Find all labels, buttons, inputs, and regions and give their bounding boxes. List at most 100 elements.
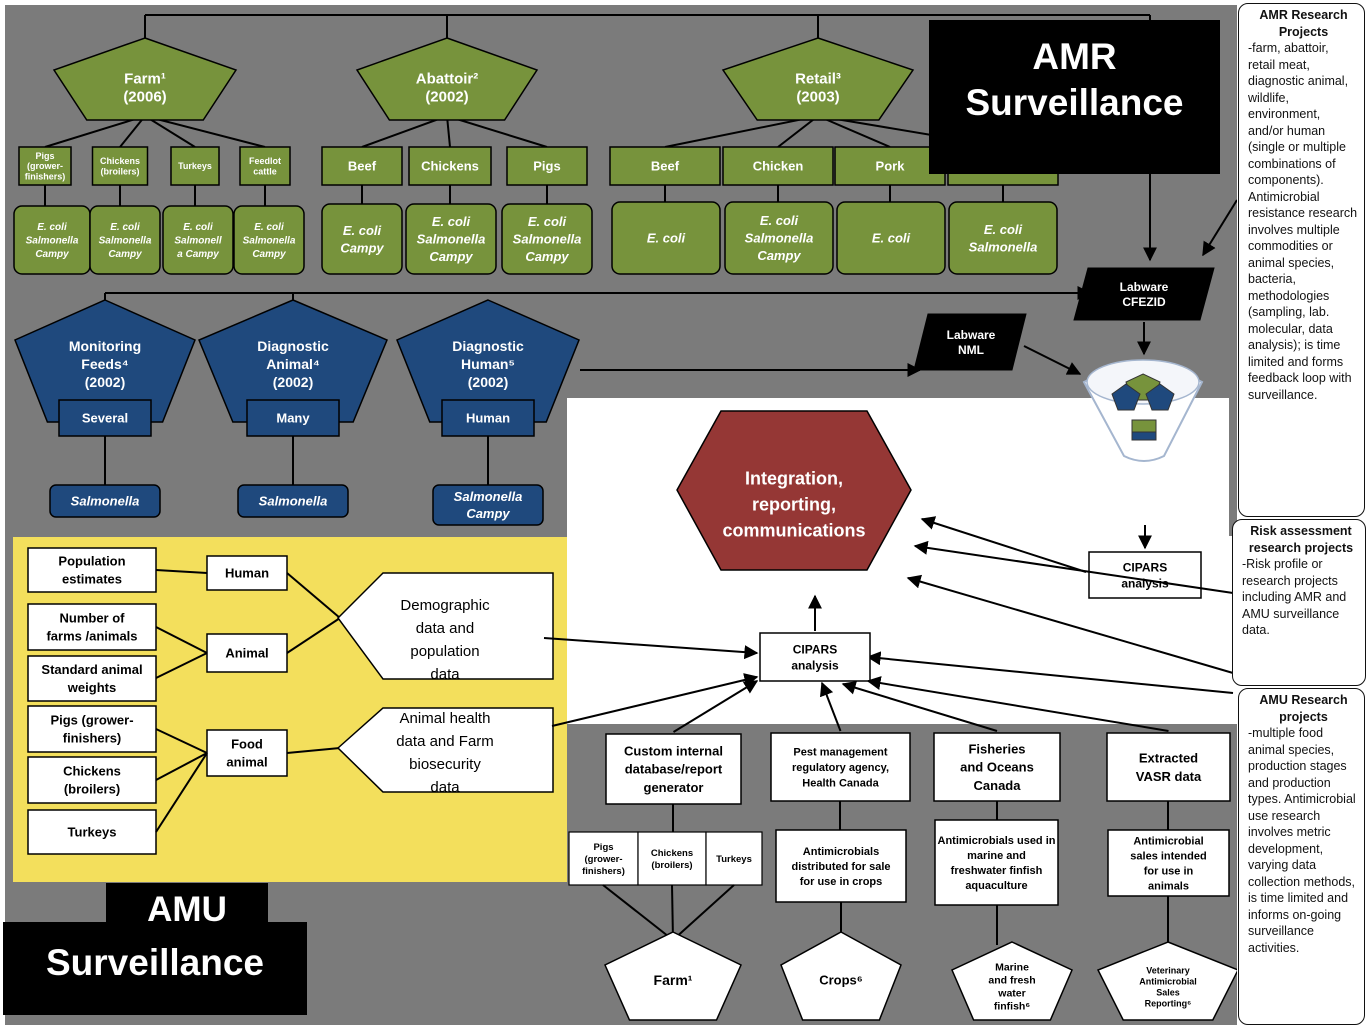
chickens-to-food-animal-line [155, 752, 208, 781]
subcell-to-farm-line [672, 884, 735, 941]
amu-title-line-2: Surveillance [45, 942, 264, 983]
farm-commodity-box [170, 146, 220, 186]
amu-detail-box [934, 819, 1059, 906]
source-to-commodity-line [44, 115, 146, 148]
risk-to-integration-arrow [913, 540, 1234, 594]
subcell-to-farm-line [602, 884, 674, 941]
side-panel-to-cfezid-arrow [1202, 199, 1237, 257]
amu-source-box [770, 732, 911, 802]
amu-source-to-cipars-arrow [672, 680, 759, 733]
amu-input-label: Chickens(broilers) [63, 764, 121, 797]
retail-organism-box [611, 201, 721, 275]
source-to-commodity-line [777, 115, 819, 148]
program-organism-1: Salmonella [259, 494, 328, 509]
retail-organism-list: E. coli [647, 231, 686, 246]
farms-to-animal-line [155, 626, 208, 654]
amu-research-body: -multiple food animal species, productio… [1248, 726, 1356, 955]
amu-bottom-pentagon [1096, 941, 1237, 1021]
amu-input-label: Pigs (grower-finishers) [50, 713, 133, 746]
program-organism-0: Salmonella [71, 494, 140, 509]
dexa-mini-blue-pentagon-left [1111, 383, 1141, 411]
source-to-commodity-line [144, 115, 196, 148]
amu-group-label: Animal [225, 646, 268, 661]
farm-commodity-box [18, 146, 72, 186]
amu-source-box [1106, 732, 1231, 802]
farm-organism-box [233, 205, 305, 275]
amu-input-box [27, 655, 157, 702]
amu-source-to-cipars-arrow [819, 681, 842, 732]
amu-bottom-pentagon [604, 931, 742, 1021]
dexa-mini-blue-pentagon-right [1145, 383, 1175, 411]
cipars-amr-to-integration-arrow [920, 516, 1087, 573]
risk-assessment-body: -Risk profile or research projects inclu… [1242, 557, 1347, 637]
amr-research-projects-panel: AMR Research Projects -farm, abattoir, r… [1238, 3, 1365, 517]
weights-to-animal-line [155, 652, 208, 679]
source-pentagon-retail [721, 37, 915, 121]
risk-assessment-heading: Risk assessment research projects [1248, 524, 1354, 555]
turkeys-to-food-animal-line [155, 752, 208, 833]
program-category-box-0 [58, 399, 152, 437]
abattoir-commodity-label: Pigs [533, 159, 560, 174]
abattoir-organism-box [501, 203, 593, 275]
amu-surveillance-title: Surveillance [3, 922, 307, 1015]
amu-bottom-label: Farm¹ [654, 972, 693, 988]
nml-to-dexa-arrow [1023, 345, 1082, 375]
abattoir-organism-box [405, 203, 497, 275]
farm-organism-box [89, 205, 161, 275]
program-category-box-2 [441, 399, 535, 437]
amu-bottom-label: Crops⁶ [819, 973, 863, 988]
amu-detail-box [775, 829, 907, 903]
pigs-to-food-animal-line [155, 728, 208, 754]
risk-assessment-panel: Risk assessment research projects -Risk … [1232, 519, 1366, 686]
amu-detail-box [1107, 829, 1230, 897]
farm-commodity-label: Turkeys [178, 161, 212, 171]
amu-source-to-cipars-arrow [866, 676, 1169, 732]
program-category-box-1 [246, 399, 340, 437]
retail-commodity-label: Chicken [753, 159, 804, 174]
farm-sub-cell-label: Pigs(grower-finishers) [582, 842, 625, 877]
amu-source-box [605, 733, 742, 805]
integration-label: Integration,reporting,communications [722, 468, 865, 540]
amr-research-to-integration-arrow [906, 574, 1234, 674]
amu-title-word: AMU [106, 883, 268, 928]
amu-source-box [933, 732, 1061, 802]
amu-group-box [206, 729, 288, 777]
source-to-commodity-line [119, 115, 146, 148]
amu-bottom-pentagon [951, 941, 1073, 1021]
farm-organism-box [162, 205, 234, 275]
demographic-data-pentagon [337, 572, 554, 680]
program-organism-box-2 [432, 484, 544, 526]
program-category-1: Many [276, 411, 310, 426]
abattoir-commodity-label: Beef [348, 159, 377, 174]
amu-input-box [27, 603, 157, 651]
source-to-commodity-line [817, 115, 891, 148]
dexa-mini-blue-bar [1131, 431, 1157, 441]
amr-research-body: -farm, abattoir, retail meat, diagnostic… [1248, 41, 1358, 402]
farm-commodity-label: Chickens(broilers) [100, 156, 140, 176]
farm-commodity-box [91, 146, 149, 186]
